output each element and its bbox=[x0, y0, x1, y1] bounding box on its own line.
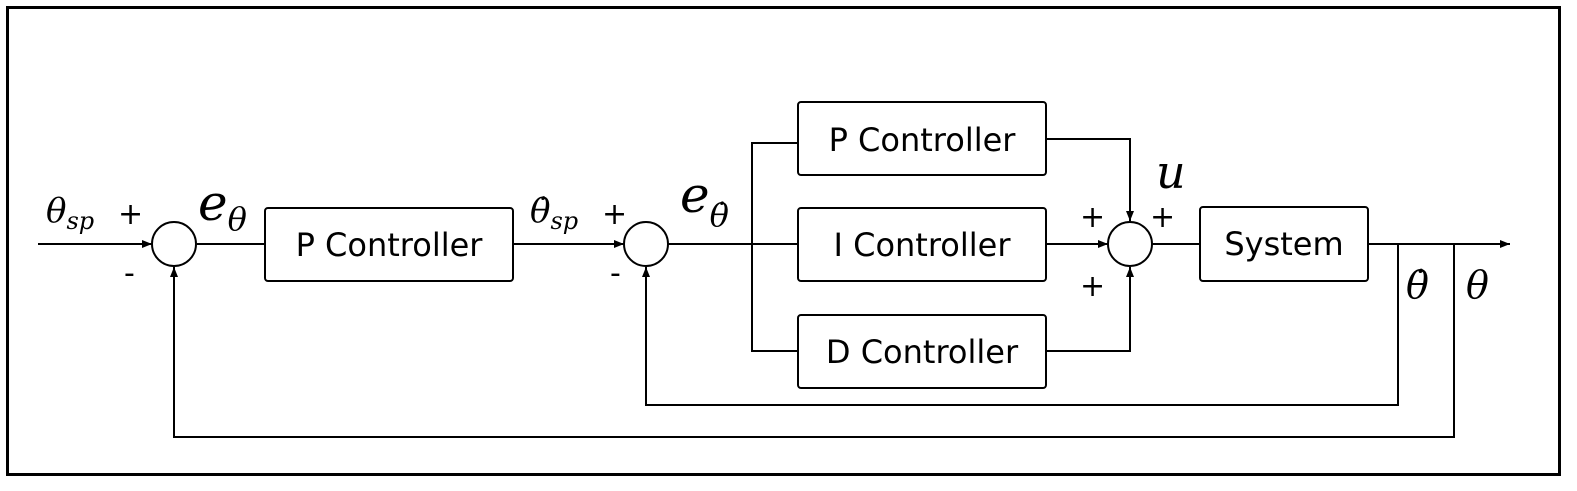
rate-setpoint-label: θ̇sp bbox=[530, 191, 578, 235]
theta-error-label: eθ bbox=[198, 174, 247, 238]
outer-plus-sign: + bbox=[118, 197, 143, 232]
angle-feedback-arrow bbox=[170, 244, 1455, 438]
inner-p-controller-block: P Controller bbox=[797, 101, 1047, 176]
sum-plus-bottom: + bbox=[1080, 269, 1105, 304]
outer-summing-junction bbox=[151, 221, 197, 267]
outer-p-controller-block: P Controller bbox=[264, 207, 514, 282]
outer-minus-sign: - bbox=[124, 256, 135, 291]
p-to-sum-arrow bbox=[1046, 138, 1134, 221]
system-block: System bbox=[1199, 206, 1369, 282]
angle-output-label: θ bbox=[1466, 263, 1489, 307]
d-controller-label: D Controller bbox=[826, 333, 1019, 371]
d-controller-block: D Controller bbox=[797, 314, 1047, 389]
rate-feedback-arrow bbox=[642, 244, 1399, 406]
i-controller-label: I Controller bbox=[833, 226, 1011, 264]
inner-plus-sign: + bbox=[602, 197, 627, 232]
d-to-sum-arrow bbox=[1046, 267, 1134, 352]
sum-plus-left: + bbox=[1080, 200, 1105, 235]
branch-wire bbox=[751, 142, 798, 352]
rate-error-label: eθ̇ bbox=[680, 166, 729, 234]
system-label: System bbox=[1224, 225, 1343, 263]
inner-p-controller-label: P Controller bbox=[829, 121, 1017, 159]
pid-summing-junction bbox=[1107, 221, 1153, 267]
i-controller-block: I Controller bbox=[797, 207, 1047, 282]
outer-p-controller-label: P Controller bbox=[296, 226, 484, 264]
control-signal-label: u bbox=[1156, 145, 1186, 199]
sum-plus-top: + bbox=[1150, 200, 1175, 235]
diagram-frame bbox=[6, 6, 1561, 476]
inner-minus-sign: - bbox=[610, 256, 621, 291]
theta-setpoint-label: θsp bbox=[46, 191, 94, 235]
inner-summing-junction bbox=[623, 221, 669, 267]
rate-output-label: θ̇ bbox=[1406, 263, 1429, 307]
